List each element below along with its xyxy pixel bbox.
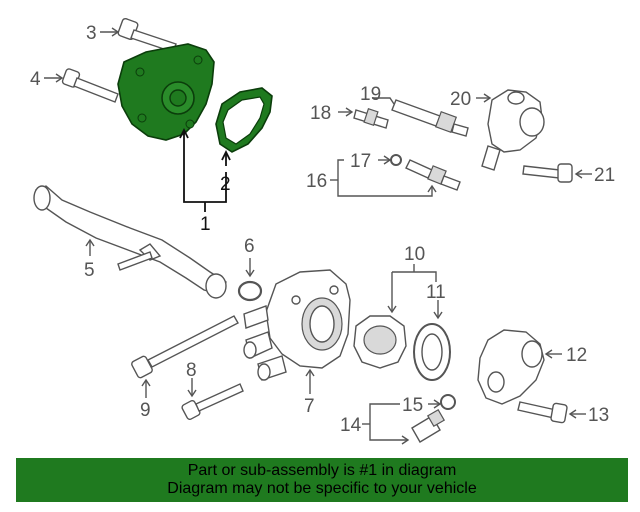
part-10-thermostat bbox=[353, 272, 407, 369]
part-18-sensor bbox=[338, 107, 389, 129]
callout-7: 7 bbox=[304, 396, 315, 417]
info-banner: Part or sub-assembly is #1 in diagram Di… bbox=[16, 458, 628, 502]
callout-19: 19 bbox=[360, 84, 381, 105]
part-13-bolt bbox=[517, 401, 586, 424]
callout-9: 9 bbox=[140, 400, 151, 421]
part-6-o-ring bbox=[237, 258, 263, 302]
part-11-seal bbox=[413, 300, 451, 381]
callout-3: 3 bbox=[86, 23, 97, 44]
callout-1: 1 bbox=[200, 214, 211, 235]
callout-21: 21 bbox=[594, 165, 615, 186]
callout-2: 2 bbox=[220, 174, 231, 195]
callout-4: 4 bbox=[30, 69, 41, 90]
part-17-o-ring bbox=[378, 154, 402, 166]
callout-16: 16 bbox=[306, 171, 327, 192]
part-2-gasket bbox=[215, 87, 273, 153]
callout-6: 6 bbox=[244, 236, 255, 257]
part-5-water-pipe bbox=[33, 185, 227, 299]
part-14-sensor bbox=[362, 403, 446, 445]
part-7-thermostat-housing bbox=[243, 269, 351, 394]
part-8-bolt bbox=[181, 378, 244, 420]
callout-11: 11 bbox=[426, 282, 446, 303]
part-20-housing bbox=[476, 89, 545, 171]
callout-15: 15 bbox=[402, 395, 423, 416]
callout-10: 10 bbox=[404, 244, 425, 265]
callout-5: 5 bbox=[84, 260, 95, 281]
callout-12: 12 bbox=[566, 345, 587, 366]
banner-line-2: Diagram may not be specific to your vehi… bbox=[167, 480, 477, 497]
callout-8: 8 bbox=[186, 360, 197, 381]
callout-13: 13 bbox=[588, 405, 609, 426]
parts-diagram: 3 4 2 1 5 bbox=[30, 17, 615, 445]
part-1-water-pump bbox=[117, 43, 215, 141]
part-9-long-bolt bbox=[131, 315, 239, 398]
callout-14: 14 bbox=[340, 415, 362, 436]
part-21-bolt bbox=[522, 163, 592, 183]
part-16-temp-sensor bbox=[330, 159, 461, 197]
callout-20: 20 bbox=[450, 89, 471, 110]
part-19-sensor bbox=[372, 97, 469, 137]
part-3-bolt bbox=[100, 17, 177, 53]
banner-line-1: Part or sub-assembly is #1 in diagram bbox=[187, 462, 457, 479]
part-15-o-ring bbox=[428, 394, 456, 410]
part-12-outlet-housing bbox=[477, 329, 562, 405]
callout-17: 17 bbox=[350, 151, 371, 172]
part-4-bolt bbox=[44, 68, 119, 103]
callout-18: 18 bbox=[310, 103, 331, 124]
